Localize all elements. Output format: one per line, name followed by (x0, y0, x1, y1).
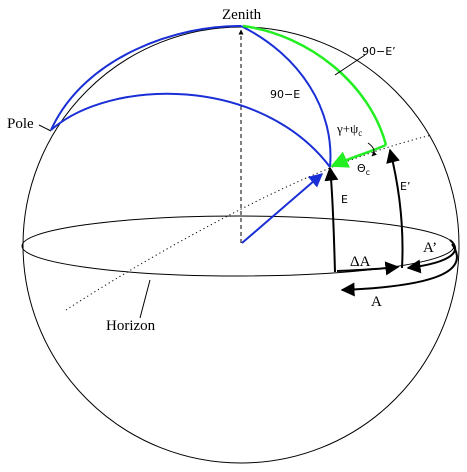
azimuth-arrow-a (340, 243, 458, 297)
azimuth-arrow-a-prime (406, 239, 456, 274)
dotted-great-circle (65, 134, 433, 311)
star-direction-vector (241, 173, 324, 244)
label-zenith: Zenith (222, 7, 262, 23)
elevation-arc-e-prime (386, 148, 404, 269)
label-a: A (371, 294, 382, 310)
arc-zenith-to-e-prime-green (242, 24, 388, 146)
label-gamma-psi-sub: c (358, 128, 362, 138)
label-theta-sub: c (366, 168, 370, 177)
label-e: E (341, 193, 348, 206)
label-horizon: Horizon (106, 318, 156, 334)
label-90-minus-e-prime: 90−E’ (362, 45, 396, 58)
label-theta-c: Θc (357, 162, 370, 177)
label-90-minus-e: 90−E (270, 88, 300, 101)
arc-zenith-to-star-90-E (240, 25, 332, 168)
label-theta: Θ (357, 162, 366, 175)
leader-pole (38, 124, 52, 132)
azimuth-arrow-delta-a (336, 261, 400, 276)
label-delta-a: ΔA (350, 254, 371, 270)
angle-arc-gamma-psi (367, 142, 377, 157)
elevation-arc-e (324, 166, 339, 273)
label-gamma-psi-c: γ+ψc (336, 121, 362, 138)
leader-horizon (139, 279, 151, 319)
leader-90-minus-e-prime (334, 54, 366, 76)
label-gamma-psi: γ+ψ (336, 121, 358, 136)
green-arrow-theta-c (330, 143, 387, 168)
label-pole: Pole (7, 116, 34, 132)
label-a-prime: A’ (423, 240, 437, 256)
label-e-prime: E’ (400, 180, 410, 193)
meridian-arc-pole-zenith (50, 24, 242, 131)
arc-pole-to-star (50, 92, 331, 168)
